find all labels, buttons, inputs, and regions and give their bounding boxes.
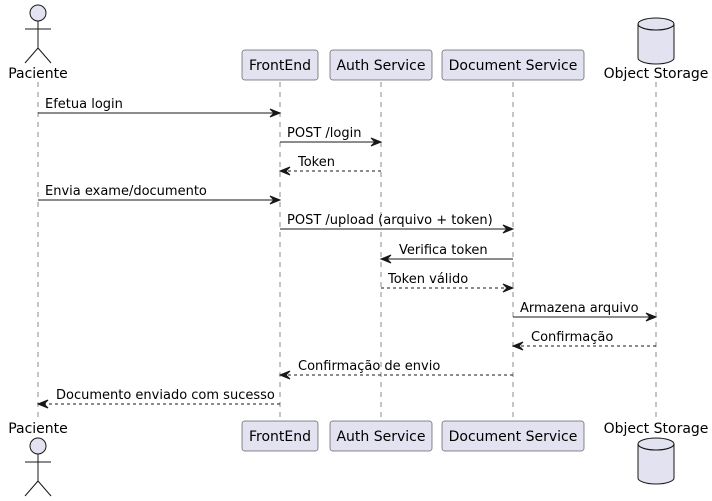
participant-box bbox=[329, 420, 433, 452]
arrowhead-icon bbox=[269, 108, 282, 118]
message-label: POST /upload (arquivo + token) bbox=[287, 213, 493, 228]
participant-frontend-top: FrontEnd bbox=[241, 49, 319, 81]
arrowhead-icon bbox=[511, 341, 524, 351]
participant-label: Document Service bbox=[449, 429, 578, 445]
participant-label: FrontEnd bbox=[249, 58, 311, 74]
message-4: Envia exame/documento bbox=[38, 184, 282, 205]
message-6: Verifica token bbox=[379, 243, 513, 264]
message-label: Token bbox=[297, 155, 335, 170]
message-11: Documento enviado com sucesso bbox=[36, 388, 280, 409]
message-label: Efetua login bbox=[45, 97, 123, 112]
arrowhead-icon bbox=[278, 166, 291, 176]
participant-paciente-bottom: Paciente bbox=[8, 421, 68, 497]
message-label: Armazena arquivo bbox=[520, 301, 639, 316]
participant-label: Paciente bbox=[8, 66, 68, 82]
message-label: Confirmação bbox=[531, 330, 613, 345]
message-5: POST /upload (arquivo + token) bbox=[280, 213, 515, 234]
participant-box bbox=[329, 49, 433, 81]
arrowhead-icon bbox=[36, 399, 49, 409]
participant-storage-top: Object Storage bbox=[604, 17, 709, 82]
participant-box bbox=[241, 49, 319, 81]
message-label: Documento enviado com sucesso bbox=[56, 388, 275, 403]
participant-storage-bottom: Object Storage bbox=[604, 421, 709, 485]
participant-box bbox=[441, 420, 585, 452]
participant-label: Document Service bbox=[449, 58, 578, 74]
participant-label: Object Storage bbox=[604, 421, 709, 437]
arrowhead-icon bbox=[278, 370, 291, 380]
participant-frontend-bottom: FrontEnd bbox=[241, 420, 319, 452]
participant-auth-bottom: Auth Service bbox=[329, 420, 433, 452]
participant-box bbox=[241, 420, 319, 452]
actor-icon bbox=[24, 4, 52, 64]
message-label: Confirmação de envio bbox=[298, 359, 440, 374]
message-label: Envia exame/documento bbox=[45, 184, 207, 199]
arrowhead-icon bbox=[379, 254, 392, 264]
participant-label: Auth Service bbox=[336, 429, 425, 445]
arrowhead-icon bbox=[370, 137, 383, 147]
message-7: Token válido bbox=[381, 272, 515, 293]
message-2: POST /login bbox=[280, 126, 383, 147]
participant-paciente-top: Paciente bbox=[8, 4, 68, 82]
arrowhead-icon bbox=[645, 312, 658, 322]
actor-icon bbox=[24, 437, 52, 497]
participant-label: FrontEnd bbox=[249, 429, 311, 445]
message-10: Confirmação de envio bbox=[278, 359, 513, 380]
message-9: Confirmação bbox=[511, 330, 656, 351]
message-label: Verifica token bbox=[399, 243, 488, 258]
participant-document-bottom: Document Service bbox=[441, 420, 585, 452]
arrowhead-icon bbox=[502, 224, 515, 234]
participant-label: Object Storage bbox=[604, 66, 709, 82]
participant-document-top: Document Service bbox=[441, 49, 585, 81]
message-1: Efetua login bbox=[38, 97, 282, 118]
arrowhead-icon bbox=[269, 195, 282, 205]
participant-label: Paciente bbox=[8, 421, 68, 437]
lifelines bbox=[37, 82, 657, 420]
participant-auth-top: Auth Service bbox=[329, 49, 433, 81]
message-label: POST /login bbox=[287, 126, 361, 141]
participant-label: Auth Service bbox=[336, 58, 425, 74]
database-icon bbox=[637, 437, 675, 485]
message-3: Token bbox=[278, 155, 381, 176]
message-label: Token válido bbox=[387, 272, 468, 287]
participant-box bbox=[441, 49, 585, 81]
database-icon bbox=[637, 17, 675, 65]
message-8: Armazena arquivo bbox=[513, 301, 658, 322]
arrowhead-icon bbox=[502, 283, 515, 293]
